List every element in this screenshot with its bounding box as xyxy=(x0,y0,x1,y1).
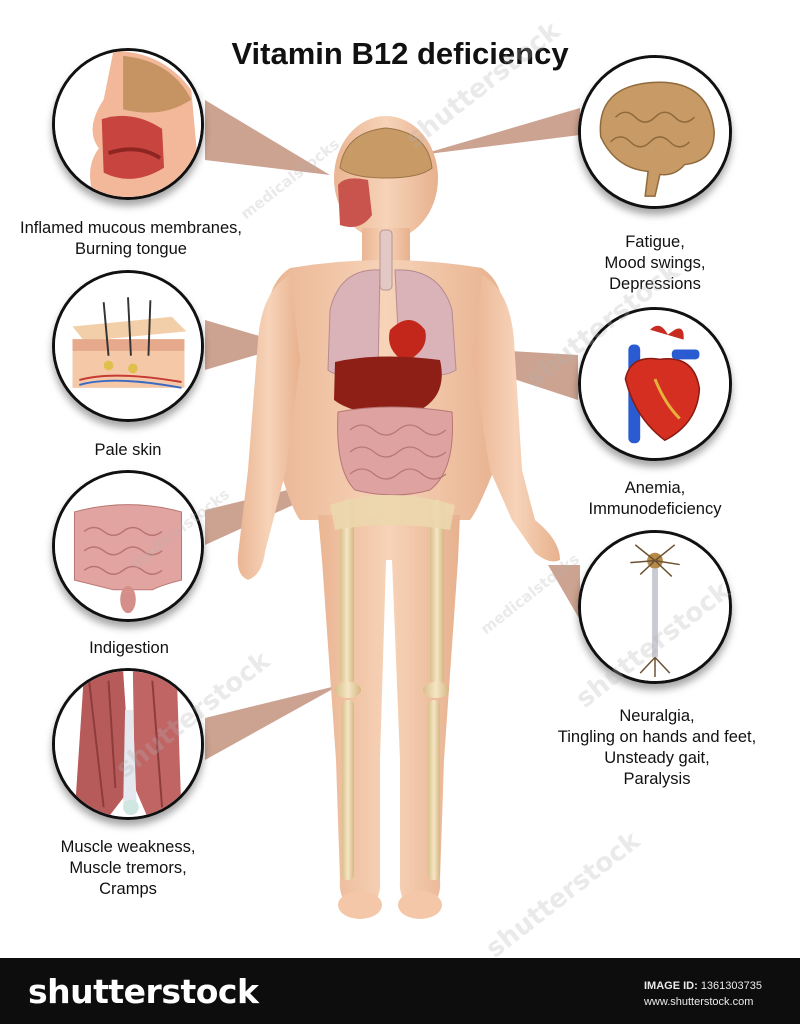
site-url[interactable]: www.shutterstock.com xyxy=(643,996,754,1008)
neuron-icon xyxy=(581,533,729,681)
body-figure xyxy=(205,100,580,919)
heart-icon xyxy=(581,310,729,458)
footer-bar: shutterstock IMAGE ID: 1361303735 www.sh… xyxy=(0,958,800,1024)
caption-mouth: Inflamed mucous membranes, Burning tongu… xyxy=(20,219,242,258)
caption-skin: Pale skin xyxy=(94,441,162,459)
pointer-muscle xyxy=(205,685,340,760)
image-meta: IMAGE ID: 1361303735 www.shutterstock.co… xyxy=(644,978,762,1010)
skin-illustration xyxy=(52,270,204,422)
liver xyxy=(334,356,442,414)
intestine-icon xyxy=(55,473,201,619)
image-id-label: IMAGE ID: xyxy=(643,980,698,992)
pointer-mouth xyxy=(205,100,330,175)
page-title: Vitamin B12 deficiency xyxy=(231,36,569,71)
heart-illustration xyxy=(578,307,732,461)
heart-organ xyxy=(389,320,426,362)
muscle-icon xyxy=(55,671,201,817)
image-id: 1361303735 xyxy=(700,980,762,992)
brain-illustration xyxy=(578,55,732,209)
caption-muscle: Muscle weakness, Muscle tremors, Cramps xyxy=(60,838,196,898)
infographic-canvas: Vitamin B12 deficiency xyxy=(20,16,757,964)
pointer-brain xyxy=(420,108,580,155)
pointer-nerve xyxy=(548,565,580,620)
shutterstock-logo[interactable]: shutterstock xyxy=(28,972,259,1011)
pointer-skin xyxy=(205,320,290,370)
caption-heart: Anemia, Immunodeficiency xyxy=(588,479,722,518)
intestine-illustration xyxy=(52,470,204,622)
skin-layers-icon xyxy=(55,273,201,419)
mouth-illustration xyxy=(52,48,204,200)
nerve-illustration xyxy=(578,530,732,684)
caption-intestine: Indigestion xyxy=(89,639,169,657)
caption-brain: Fatigue, Mood swings, Depressions xyxy=(604,233,706,293)
muscle-illustration xyxy=(52,668,204,820)
intestines xyxy=(337,406,453,496)
brain-icon xyxy=(581,58,729,206)
caption-nerve: Neuralgia, Tingling on hands and feet, U… xyxy=(557,707,757,788)
mouth-cavity-icon xyxy=(55,51,201,197)
